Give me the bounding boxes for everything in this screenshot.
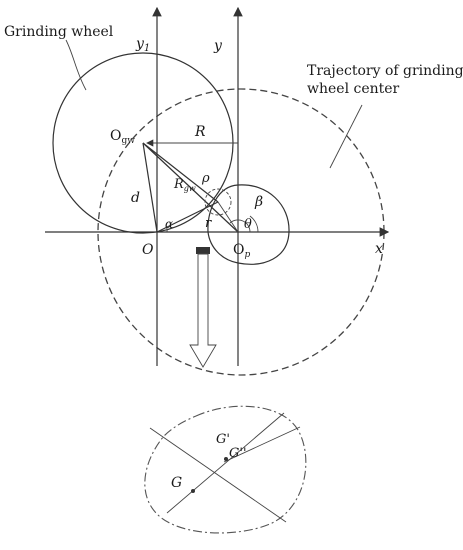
g-point [191, 489, 195, 493]
down-arrow [189, 253, 217, 368]
g-double-prime-label: G'' [229, 446, 247, 461]
x-axis-label: x [375, 241, 383, 257]
detail-profile [144, 405, 307, 534]
grinding-wheel-leader [65, 39, 87, 91]
alpha-arc [165, 225, 168, 233]
op-to-contact-line [217, 201, 239, 233]
workpiece-profile [207, 184, 290, 265]
trajectory-label-line2: wheel center [307, 81, 400, 97]
o-label: O [142, 242, 154, 258]
op-label: Op [233, 242, 250, 260]
d-line [142, 142, 158, 233]
detail-line-b [166, 412, 285, 514]
arrow-top-block [196, 247, 210, 254]
r-small-line [156, 201, 219, 233]
beta-label: β [254, 194, 263, 210]
o-gw-label: Ogw [110, 128, 135, 146]
contact-circle [204, 188, 232, 216]
rgw-line [142, 142, 239, 233]
d-label: d [131, 190, 140, 206]
rgw-label: Rgw [173, 177, 196, 193]
g-label: G [171, 475, 182, 491]
alpha-label: α [165, 217, 173, 231]
trajectory-leader [329, 104, 363, 169]
theta-arc [229, 219, 251, 233]
y-axis-label: y [213, 38, 223, 54]
theta-label: θ [244, 217, 252, 232]
r-small-label: r [205, 216, 212, 231]
g-prime-point [224, 457, 228, 461]
r-big-label: R [194, 124, 206, 140]
rho-label: ρ [201, 171, 210, 186]
grinding-wheel-label: Grinding wheel [4, 24, 114, 40]
rho-line [142, 142, 219, 203]
g-prime-label: G' [216, 432, 230, 447]
y1-axis-label: y1 [135, 36, 150, 54]
detail-line-c [223, 426, 301, 463]
detail-line-a [149, 427, 287, 523]
trajectory-label-line1: Trajectory of grinding [307, 63, 463, 79]
beta-arc [249, 215, 259, 233]
